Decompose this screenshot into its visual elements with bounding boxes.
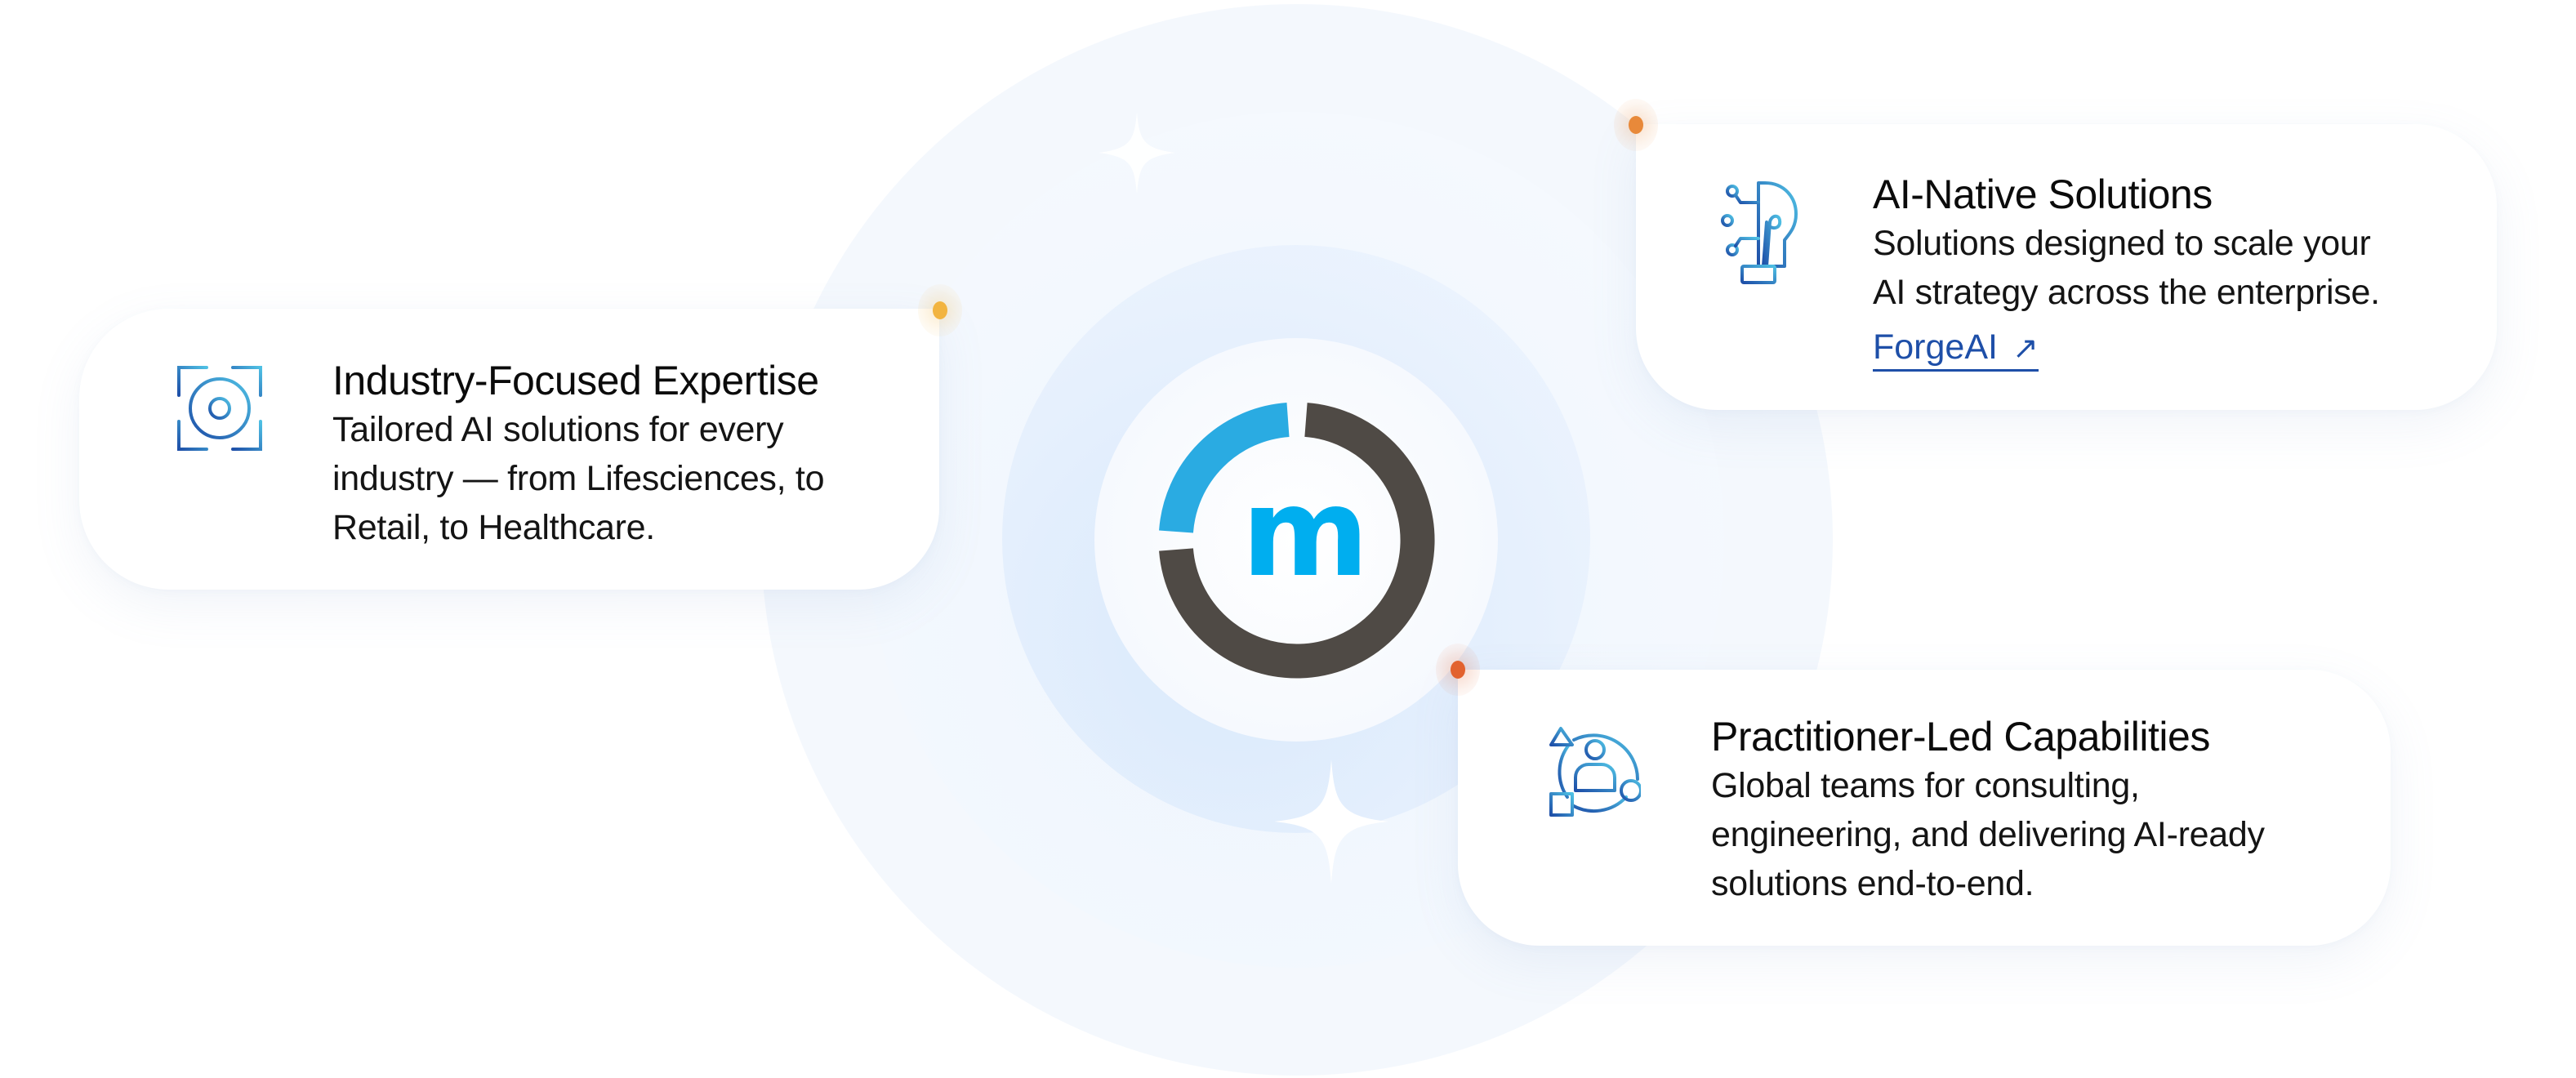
sparkle-icon <box>1274 760 1388 884</box>
card-practitioner-led-capabilities: Practitioner-Led Capabilities Global tea… <box>1458 670 2391 946</box>
card-title: Practitioner-Led Capabilities <box>1711 714 2210 760</box>
card-title: Industry-Focused Expertise <box>332 358 819 403</box>
team-cycle-person-icon <box>1549 727 1641 817</box>
card-description-line: industry — from Lifesciences, to <box>332 459 825 498</box>
card-description: Tailored AI solutions for every industry… <box>332 405 824 552</box>
card-description-line: AI strategy across the enterprise. <box>1873 273 2380 312</box>
sparkle-icon <box>1099 112 1175 194</box>
logo-letter: m <box>1241 462 1369 604</box>
card-description-line: Global teams for consulting, <box>1711 766 2140 805</box>
forgeai-link-label: ForgeAI <box>1873 327 1998 367</box>
card-industry-focused-expertise: Industry-Focused Expertise Tailored AI s… <box>79 309 939 590</box>
ring-logo-icon <box>1159 403 1435 679</box>
lightbulb-circuit-icon <box>1721 181 1798 284</box>
card-description-line: Tailored AI solutions for every <box>332 410 784 449</box>
card-description-line: engineering, and delivering AI-ready <box>1711 815 2265 854</box>
card-description-line: Solutions designed to scale your <box>1873 224 2371 263</box>
target-crosshair-icon <box>177 366 262 451</box>
card-description-line: Retail, to Healthcare. <box>332 508 655 547</box>
card-description-line: solutions end-to-end. <box>1711 864 2035 903</box>
forgeai-link[interactable]: ForgeAI ↗ <box>1873 327 2039 372</box>
arrow-up-right-icon: ↗ <box>2012 332 2039 366</box>
card-description: Global teams for consulting, engineering… <box>1711 761 2265 908</box>
card-ai-native-solutions: AI-Native Solutions Solutions designed t… <box>1636 124 2497 410</box>
card-title: AI-Native Solutions <box>1873 172 2213 217</box>
card-description: Solutions designed to scale your AI stra… <box>1873 219 2380 317</box>
connector-dot <box>933 301 947 319</box>
connector-dot <box>1629 116 1643 134</box>
connector-dot <box>1451 661 1465 679</box>
